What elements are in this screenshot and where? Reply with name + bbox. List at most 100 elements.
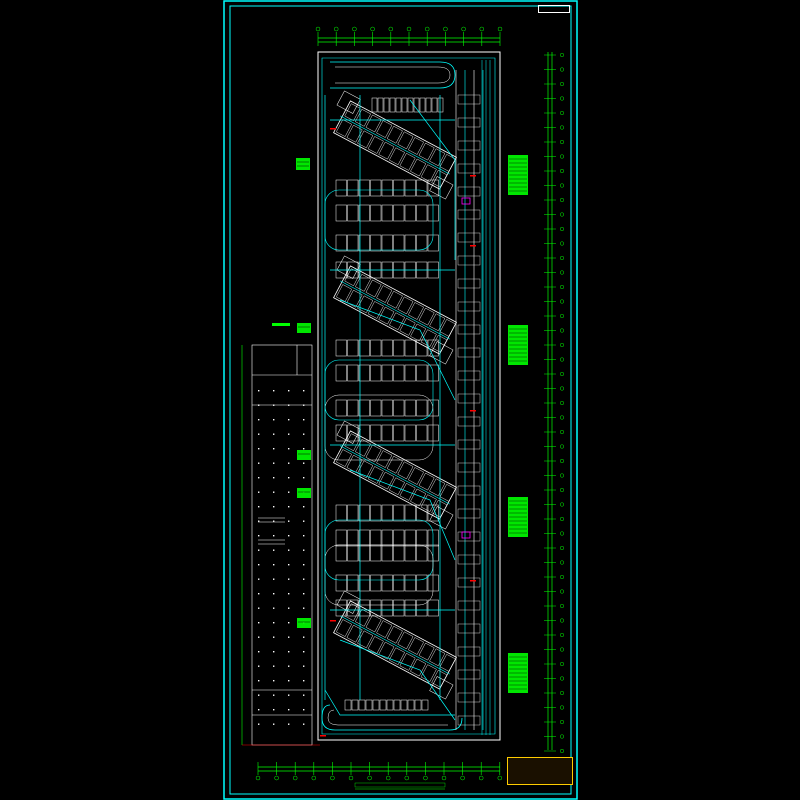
tower-room xyxy=(365,114,382,133)
cable-run xyxy=(339,639,456,721)
tower-room xyxy=(429,648,446,667)
column-dot xyxy=(273,723,275,725)
parking-stall xyxy=(335,204,347,222)
column-dot xyxy=(303,448,305,450)
grid-bubble xyxy=(559,328,565,333)
tower-room xyxy=(399,318,416,336)
cable-run xyxy=(324,689,455,716)
grid-bubble xyxy=(559,168,565,174)
grid-bubble xyxy=(424,26,430,32)
parking-stall xyxy=(347,424,359,442)
column-dot xyxy=(258,477,260,479)
parking-stall xyxy=(416,399,428,417)
tower-corridor xyxy=(340,280,450,340)
grid-bubble xyxy=(404,775,410,781)
tower-room xyxy=(346,454,363,473)
tower-room xyxy=(378,641,395,660)
equipment-box xyxy=(457,278,481,289)
equipment-box xyxy=(457,324,481,335)
grid-bubble xyxy=(367,775,372,781)
parking-stalls xyxy=(324,97,444,711)
grid-bubble xyxy=(559,458,565,464)
parking-stall xyxy=(358,599,370,617)
parking-stall xyxy=(404,399,416,417)
green-legend-labels xyxy=(272,155,528,693)
left-building-block xyxy=(241,344,320,746)
cable-run xyxy=(339,299,456,401)
grid-bubble xyxy=(333,26,339,32)
equipment-box xyxy=(457,186,481,197)
tower-room xyxy=(336,119,352,137)
sheet-corner-tag xyxy=(538,5,570,13)
left-block-column-grid xyxy=(258,390,305,725)
grid-bubble xyxy=(460,775,465,781)
parking-stall xyxy=(358,364,370,382)
tower-room xyxy=(388,477,405,496)
parking-stall xyxy=(370,234,382,252)
parking-stall xyxy=(427,179,439,197)
tower-wing xyxy=(429,341,454,365)
parking-stall xyxy=(419,97,426,113)
parking-stall xyxy=(404,204,416,222)
column-dot xyxy=(288,578,290,580)
grid-bubble xyxy=(559,299,565,304)
tower-room xyxy=(378,141,395,160)
parking-stall xyxy=(404,179,416,197)
tower-room xyxy=(336,449,352,467)
column-dot xyxy=(288,404,290,406)
column-dot xyxy=(258,723,260,725)
column-dot xyxy=(258,433,260,435)
grid-bubble xyxy=(559,241,565,246)
equipment-box xyxy=(457,301,481,312)
column-dot xyxy=(258,607,260,609)
tower-room xyxy=(346,124,363,143)
grid-bubble xyxy=(559,516,565,522)
grid-bubble xyxy=(559,371,565,377)
tower-room xyxy=(399,653,416,671)
tower-room xyxy=(357,295,374,314)
parking-stall xyxy=(347,179,359,197)
column-dot xyxy=(273,404,275,406)
tower-room xyxy=(399,153,416,171)
parking-stall xyxy=(370,599,382,617)
column-dot xyxy=(273,607,275,609)
tower-room xyxy=(408,137,424,155)
grid-bubble xyxy=(559,661,565,667)
tower-wing xyxy=(429,506,454,530)
tower-room xyxy=(386,290,403,309)
grid-bubble xyxy=(559,487,565,493)
tower-wing xyxy=(336,255,361,279)
parking-stall xyxy=(370,504,382,522)
equipment-box xyxy=(457,370,481,381)
grid-bubble xyxy=(559,212,565,217)
tower-room xyxy=(388,147,405,166)
tower-room xyxy=(378,471,395,490)
tower-room xyxy=(439,154,456,172)
column-dot xyxy=(258,390,260,392)
column-dot xyxy=(273,593,275,595)
tower-cluster xyxy=(333,90,457,200)
grid-bubble xyxy=(559,734,565,739)
column-dot xyxy=(273,622,275,624)
column-dot xyxy=(303,636,305,638)
column-dot xyxy=(273,390,275,392)
bottom-caption-mark xyxy=(354,782,446,788)
parking-stall xyxy=(358,504,370,522)
equipment-box xyxy=(457,577,481,588)
column-dot xyxy=(273,477,275,479)
tower-room xyxy=(346,289,363,308)
tower-room xyxy=(344,103,361,121)
tower-room xyxy=(386,125,403,144)
parking-stall xyxy=(386,699,394,711)
parking-stall xyxy=(427,599,439,617)
column-dot xyxy=(288,593,290,595)
grid-bubble xyxy=(559,574,565,580)
equipment-box xyxy=(457,600,481,611)
parking-stall xyxy=(416,599,428,617)
column-dot xyxy=(303,709,305,711)
column-dot xyxy=(273,491,275,493)
column-dot xyxy=(288,535,290,537)
grid-bubble xyxy=(559,618,565,623)
column-dot xyxy=(303,390,305,392)
